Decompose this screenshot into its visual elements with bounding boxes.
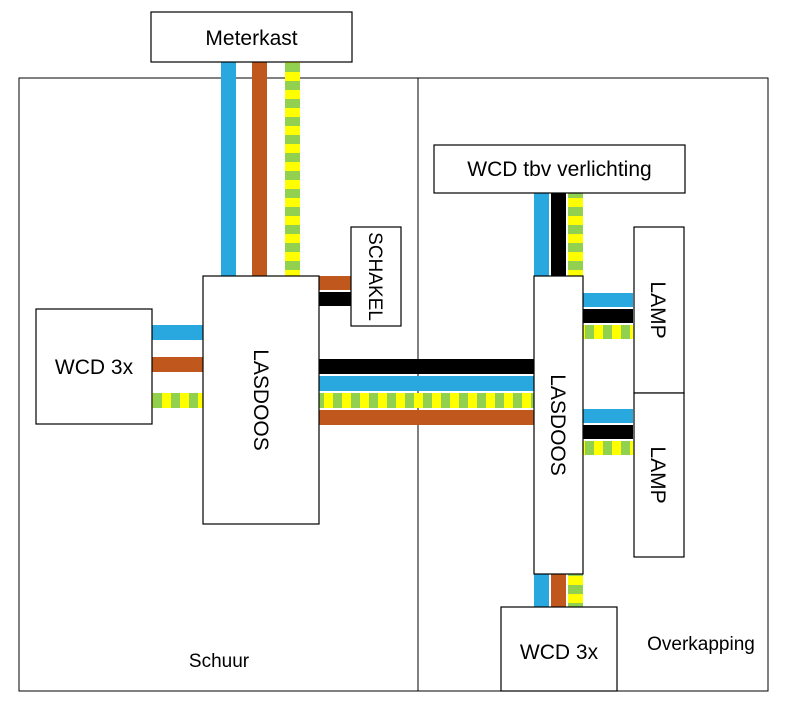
schakel-box: SCHAKEL [350, 226, 402, 327]
schuur-label: Schuur [189, 651, 250, 672]
lamp-top-box: LAMP [633, 226, 685, 394]
wire-earth-wcd-left [152, 393, 203, 408]
wire-brown-schakel [319, 276, 351, 290]
wire-black-interconnect [319, 359, 534, 374]
wire-blue-meterkast [221, 62, 236, 276]
lasdoos-left-box: LASDOOS [202, 275, 320, 525]
lamp-top-label: LAMP [646, 281, 669, 338]
wire-brown-meterkast [252, 62, 267, 276]
wire-black-schakel [319, 292, 351, 306]
wire-blue-lamp-bottom [583, 409, 633, 423]
wcd-bottom-box: WCD 3x [500, 606, 618, 692]
lasdoos-left-label: LASDOOS [249, 349, 272, 451]
wire-earth-meterkast [285, 62, 300, 276]
meterkast-label: Meterkast [205, 27, 297, 50]
wire-blue-wcd-left [152, 325, 203, 340]
wire-black-lamp-bottom [583, 425, 633, 439]
meterkast-box: Meterkast [150, 11, 353, 63]
lasdoos-right-label: LASDOOS [546, 374, 569, 476]
wcd-bottom-label: WCD 3x [520, 641, 599, 664]
wire-blue-lamp-top [583, 293, 633, 307]
wire-brown-wcd-left [152, 357, 203, 372]
lamp-bottom-box: LAMP [633, 392, 685, 558]
wire-earth-interconnect [319, 393, 534, 408]
wire-brown-interconnect [319, 410, 534, 425]
wire-earth-wcd-verlichting [568, 193, 583, 276]
lasdoos-right-box: LASDOOS [533, 275, 584, 575]
wire-blue-interconnect [319, 376, 534, 391]
lamp-bottom-label: LAMP [646, 446, 669, 503]
overkapping-label: Overkapping [647, 634, 755, 655]
wire-brown-wcd-bottom [551, 574, 566, 607]
wire-blue-wcd-verlichting [534, 193, 549, 276]
wcd-left-box: WCD 3x [35, 308, 153, 425]
wcd-verlichting-box: WCD tbv verlichting [433, 144, 686, 194]
wire-black-wcd-verlichting [551, 193, 566, 276]
wire-blue-wcd-bottom [534, 574, 549, 607]
wire-earth-lamp-bottom [583, 441, 633, 455]
wcd-left-label: WCD 3x [55, 356, 134, 379]
wire-earth-wcd-bottom [568, 574, 583, 607]
wire-earth-lamp-top [583, 325, 633, 339]
wcd-verlichting-label: WCD tbv verlichting [467, 158, 651, 181]
wire-black-lamp-top [583, 309, 633, 323]
schakel-label: SCHAKEL [364, 232, 385, 321]
